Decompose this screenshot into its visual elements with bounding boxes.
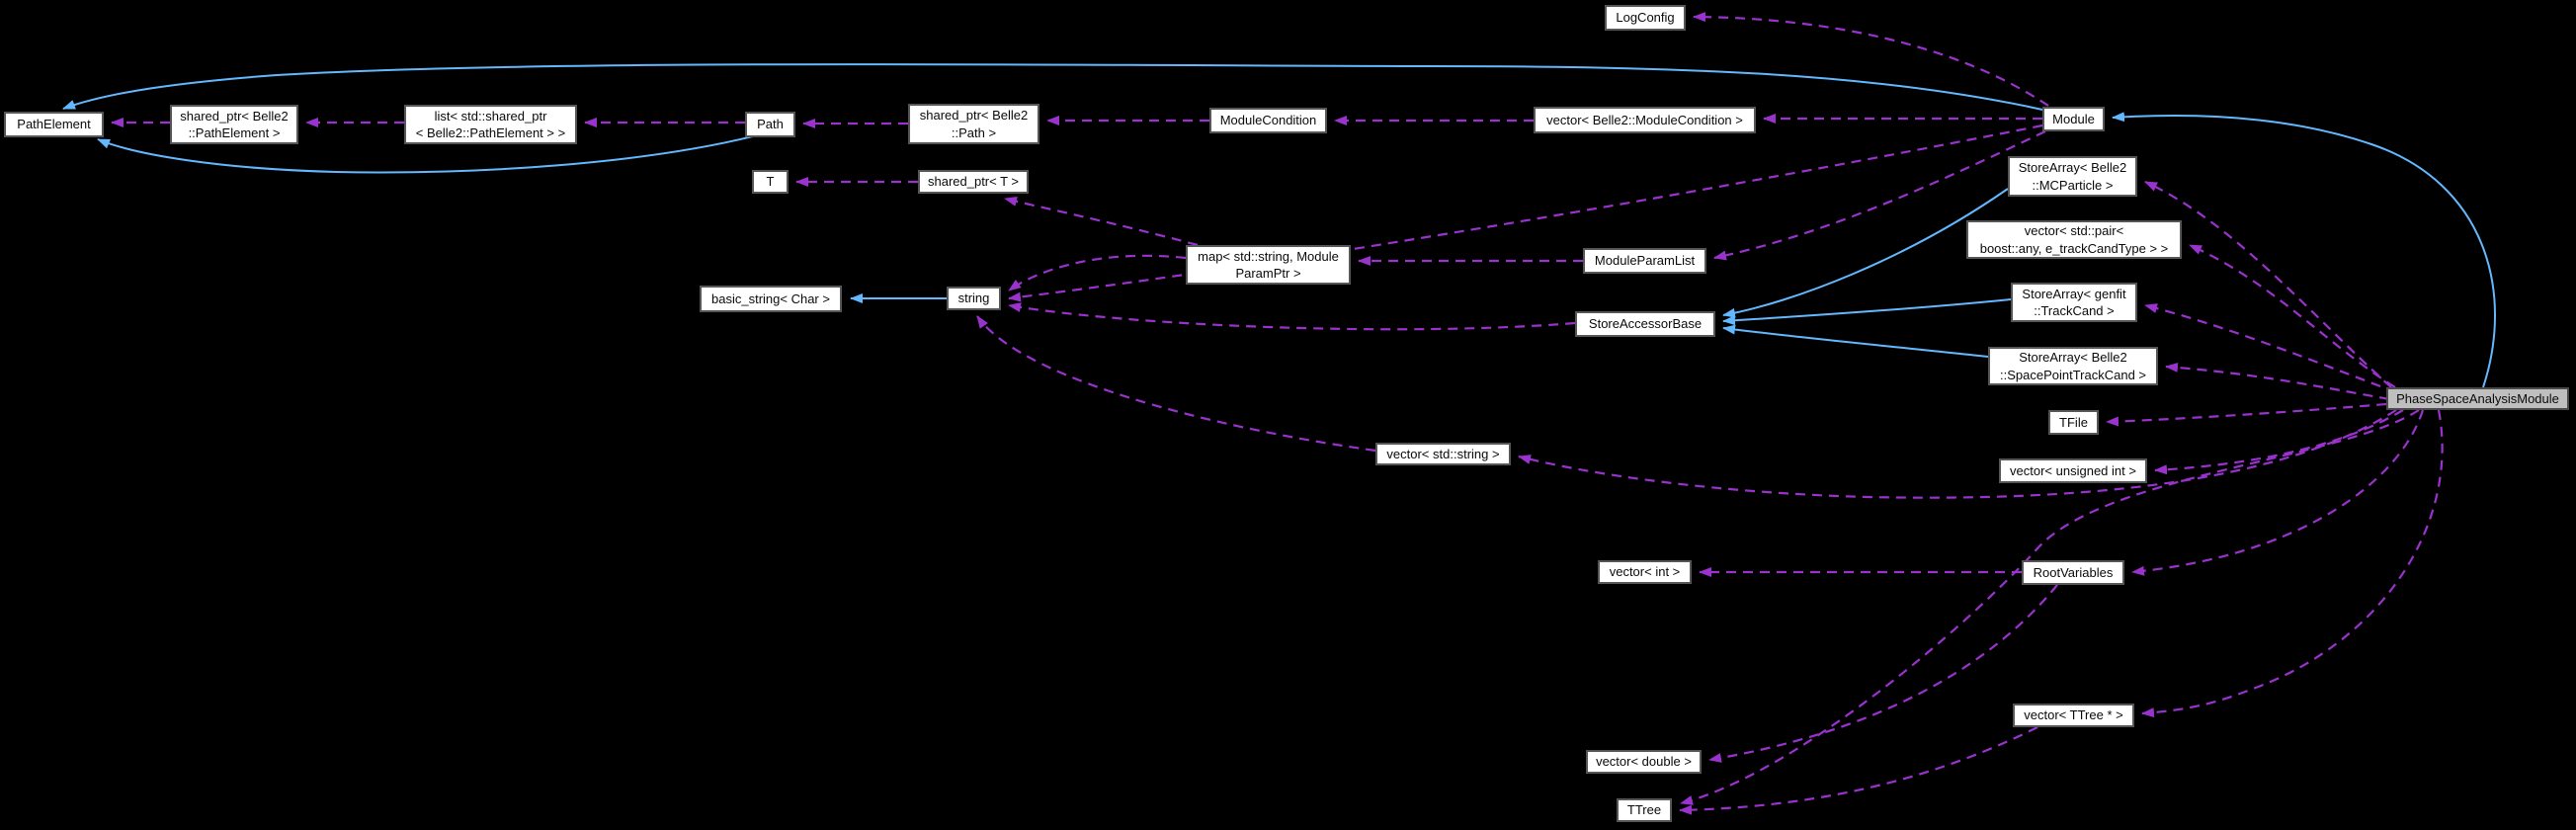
node-label: Path (757, 117, 784, 132)
edge-path-pathelement (97, 134, 758, 174)
node-vector-pair-boostany-etrackcandtype[interactable]: vector< std::pair< boost::any, e_trackCa… (1966, 220, 2182, 259)
edge-psam-vectorunsignedint (2154, 409, 2404, 475)
node-label: Module (2052, 111, 2095, 126)
node-vector-int[interactable]: vector< int > (1598, 560, 1692, 584)
edge-storearray-spacepoint-storeaccessorbase (1722, 324, 1989, 358)
node-label: shared_ptr< T > (927, 174, 1020, 190)
node-label: vector< std::pair< boost::any, e_trackCa… (1979, 223, 2169, 256)
edge-vectorttree-ttree (1679, 726, 2038, 815)
node-logconfig[interactable]: LogConfig (1605, 5, 1686, 31)
node-label: StoreArray< Belle2 ::MCParticle > (2018, 160, 2127, 193)
node-modulecondition[interactable]: ModuleCondition (1209, 108, 1327, 133)
node-phasespaceanalysismodule: PhaseSpaceAnalysisModule (2386, 387, 2569, 410)
node-label: map< std::string, Module ParamPtr > (1198, 248, 1339, 281)
node-label: shared_ptr< Belle2 ::Path > (919, 108, 1029, 140)
node-label: list< std::shared_ptr < Belle2::PathElem… (415, 108, 566, 140)
node-vector-std-string[interactable]: vector< std::string > (1375, 443, 1511, 465)
edge-psam-rootvariables (2131, 409, 2425, 576)
node-label: vector< std::string > (1386, 446, 1500, 461)
node-label: RootVariables (2033, 564, 2114, 580)
edge-module-pathelement (62, 63, 2043, 111)
node-pathelement[interactable]: PathElement (4, 112, 104, 137)
node-storearray-belle2-spacepointtrackcand[interactable]: StoreArray< Belle2 ::SpacePointTrackCand… (1988, 347, 2158, 385)
edge-module-logconfig (1693, 12, 2049, 107)
node-list-sharedptr-pathelement[interactable]: list< std::shared_ptr < Belle2::PathElem… (404, 105, 577, 144)
node-label: StoreArray< Belle2 ::SpacePointTrackCand… (1999, 350, 2146, 382)
node-label: vector< Belle2::ModuleCondition > (1546, 112, 1743, 127)
node-label: TFile (2059, 414, 2088, 430)
node-sharedptr-belle2-path[interactable]: shared_ptr< Belle2 ::Path > (908, 104, 1039, 144)
node-storeaccessorbase[interactable]: StoreAccessorBase (1575, 311, 1715, 337)
node-sharedptr-belle2-pathelement[interactable]: shared_ptr< Belle2 ::PathElement > (170, 105, 298, 144)
node-label: PhaseSpaceAnalysisModule (2396, 390, 2559, 406)
edge-psam-storearraytrackcand (2144, 303, 2397, 394)
node-map-string-moduleparamptr[interactable]: map< std::string, Module ParamPtr > (1186, 245, 1351, 285)
node-storearray-belle2-mcparticle[interactable]: StoreArray< Belle2 ::MCParticle > (2008, 156, 2137, 197)
edge-map-sharedptrt (1004, 196, 1199, 247)
node-vector-ttree-ptr[interactable]: vector< TTree * > (2013, 704, 2134, 727)
node-label: PathElement (17, 117, 91, 132)
edge-psam-vectorpair (2189, 243, 2396, 388)
node-label: vector< int > (1609, 564, 1681, 580)
edge-psam-storearraymcparticle (2144, 181, 2392, 388)
edge-vectorstring-string (976, 315, 1376, 453)
node-vector-belle2-modulecondition[interactable]: vector< Belle2::ModuleCondition > (1534, 107, 1756, 133)
node-label: vector< double > (1596, 754, 1692, 770)
node-label: TTree (1626, 802, 1662, 818)
node-label: basic_string< Char > (711, 290, 830, 306)
node-string[interactable]: string (947, 287, 1001, 310)
node-moduleparamlist[interactable]: ModuleParamList (1583, 248, 1706, 274)
node-sharedptr-t[interactable]: shared_ptr< T > (918, 170, 1029, 194)
edge-storeaccessorbase-string (1008, 302, 1576, 331)
edge-storearray-trackcand-storeaccessorbase (1722, 298, 2012, 326)
node-label: T (766, 174, 775, 190)
node-t[interactable]: T (752, 170, 789, 194)
node-path[interactable]: Path (745, 112, 795, 137)
node-label: StoreArray< genfit ::TrackCand > (2022, 286, 2126, 318)
node-vector-double[interactable]: vector< double > (1586, 750, 1702, 774)
edge-storearray-mcparticle-storeaccessorbase (1722, 188, 2009, 318)
edge-rootvariables-vectordouble (1708, 584, 2058, 763)
edge-psam-vectorstring (1518, 409, 2397, 499)
edge-map-string (1008, 254, 1187, 291)
edge-module-string (1008, 124, 2043, 302)
node-module[interactable]: Module (2042, 107, 2105, 131)
node-vector-unsigned-int[interactable]: vector< unsigned int > (1999, 458, 2147, 483)
node-label: shared_ptr< Belle2 ::PathElement > (180, 108, 289, 140)
node-basic-string-char[interactable]: basic_string< Char > (700, 286, 842, 312)
node-label: vector< unsigned int > (2010, 462, 2136, 478)
node-label: StoreAccessorBase (1588, 316, 1703, 332)
node-label: string (957, 290, 990, 306)
node-ttree[interactable]: TTree (1617, 798, 1672, 822)
node-label: LogConfig (1616, 10, 1675, 26)
node-storearray-genfit-trackcand[interactable]: StoreArray< genfit ::TrackCand > (2011, 283, 2137, 322)
node-rootvariables[interactable]: RootVariables (2022, 560, 2124, 585)
edge-psam-vectorttree (2141, 409, 2444, 718)
node-tfile[interactable]: TFile (2048, 410, 2099, 435)
node-label: ModuleParamList (1594, 253, 1696, 269)
edge-psam-storearrayspacepoint (2165, 362, 2390, 401)
edge-psam-module (2112, 112, 2496, 388)
edge-psam-tfile (2106, 402, 2387, 427)
edge-module-moduleparamlist (1713, 130, 2046, 261)
node-label: ModuleCondition (1219, 113, 1317, 128)
edge-psam-ttree (1680, 409, 2420, 805)
node-label: vector< TTree * > (2024, 707, 2123, 723)
